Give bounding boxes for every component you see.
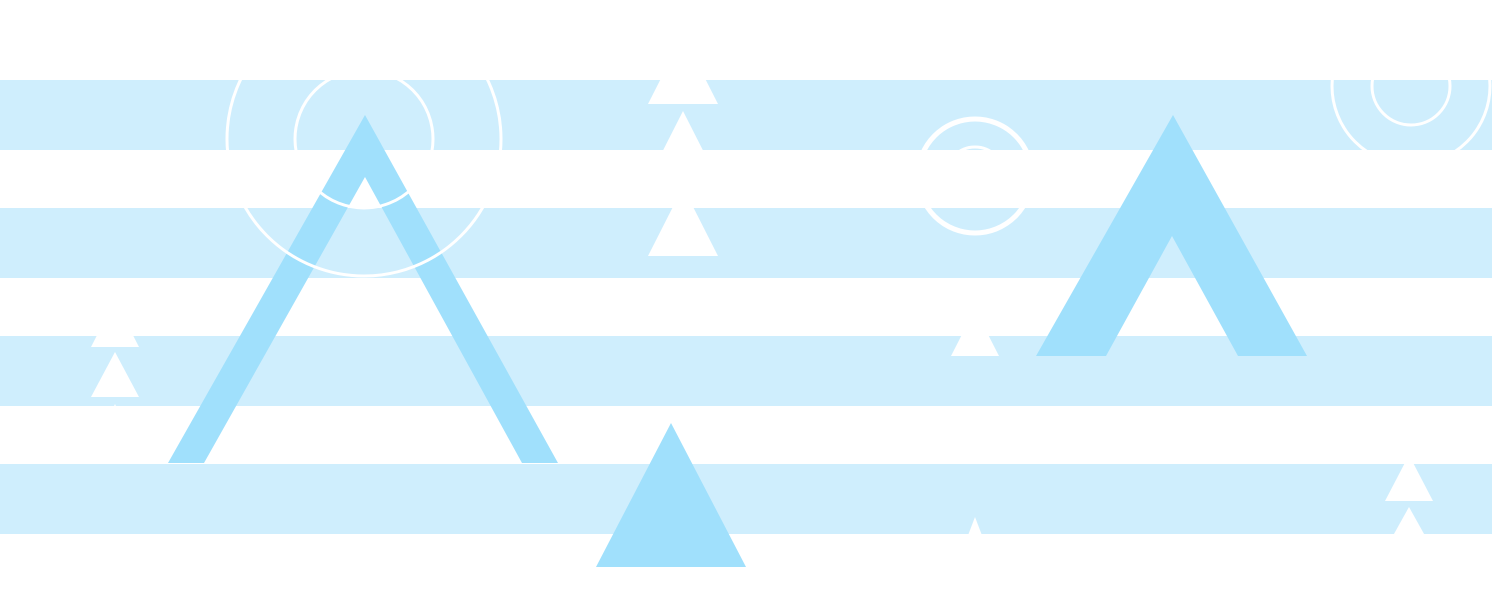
circle-outline: [1330, 5, 1492, 167]
circle-group-right: [1330, 5, 1492, 167]
small-triangle: [648, 187, 718, 256]
small-triangle-stack-right: [1385, 455, 1433, 550]
small-triangle: [951, 309, 999, 356]
bottom-margin: [0, 580, 1492, 616]
solid-triangle: [596, 423, 746, 567]
small-triangle: [108, 404, 122, 420]
small-triangle: [1385, 455, 1433, 501]
circle-outline: [915, 116, 1035, 236]
large-triangle-outline-left: [168, 115, 558, 463]
circle-outline: [1370, 45, 1452, 127]
circle-outline: [225, 0, 503, 278]
small-triangle: [648, 35, 718, 104]
band: [0, 208, 1492, 278]
small-triangle-stack-left: [91, 300, 139, 420]
large-triangle-outline-right: [1036, 115, 1307, 356]
circle-group-center: [915, 116, 1035, 236]
circle-outline: [944, 145, 1006, 207]
small-triangle-stack-center: [951, 309, 999, 580]
small-triangle: [648, 111, 718, 180]
small-triangle: [1385, 507, 1433, 550]
circle-group-left: [225, 0, 503, 278]
band: [0, 464, 1492, 534]
small-triangle: [951, 517, 999, 580]
small-triangle-stack-top-center: [648, 35, 718, 256]
band: [0, 80, 1492, 150]
circle-outline: [293, 68, 435, 210]
small-triangle: [91, 300, 139, 347]
small-triangle: [91, 352, 139, 397]
